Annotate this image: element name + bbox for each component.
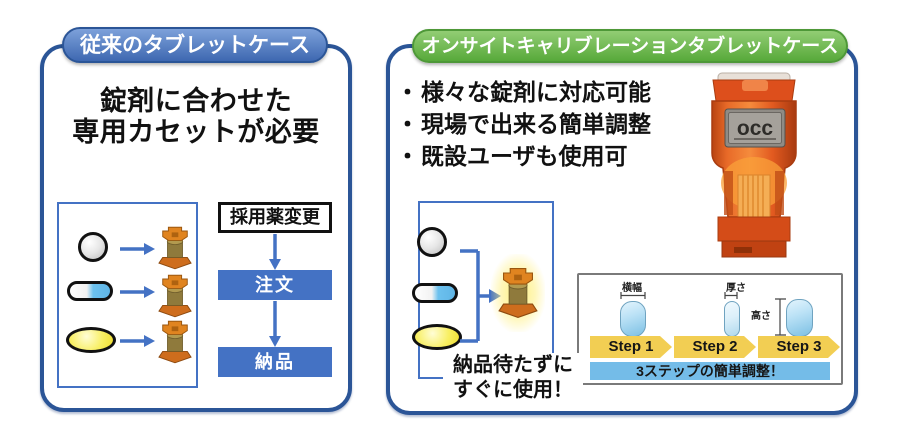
- bullet-text: 現場で出来る簡単調整: [421, 111, 651, 137]
- round-pill-icon: [78, 232, 108, 262]
- arrow-right-icon: [120, 335, 155, 347]
- step1-pill-icon: [620, 301, 646, 337]
- occ-panel-header: オンサイトキャリブレーションタブレットケース: [412, 29, 848, 63]
- arrow-right-icon: [120, 243, 155, 255]
- round-pill-icon: [417, 227, 447, 257]
- conventional-description: 錠剤に合わせた 専用カセットが必要: [58, 86, 334, 148]
- width-label: 横幅: [622, 283, 642, 294]
- oval-pill-icon: [412, 324, 462, 350]
- occ-device-image: occ: [711, 72, 797, 258]
- glow-highlight: [491, 254, 545, 332]
- note-line-2: すぐに使用！: [453, 379, 573, 401]
- bullet-dot: ・: [396, 79, 419, 105]
- arrow-down-icon: [269, 301, 281, 347]
- device-label: occ: [737, 117, 774, 140]
- step3-pill-icon: [786, 299, 813, 337]
- description-line-1: 錠剤に合わせた: [99, 86, 293, 116]
- capsule-pill-icon: [412, 283, 458, 303]
- feature-bullets: ・ 様々な錠剤に対応可能 ・ 現場で出来る簡単調整 ・ 既設ユーザも使用可: [396, 76, 702, 172]
- bullet-text: 様々な錠剤に対応可能: [421, 79, 651, 105]
- arrow-right-icon: [120, 286, 155, 298]
- step3-chevron: Step 3: [758, 336, 840, 358]
- three-step-adjust-box: 横幅 厚さ 高さ Step 1 Step 2 Step 3 3ステップの簡単調整…: [577, 273, 843, 385]
- thickness-label: 厚さ: [726, 283, 746, 294]
- step1-chevron: Step 1: [590, 336, 672, 358]
- bullet-dot: ・: [396, 111, 419, 137]
- cassette-icon: [158, 274, 192, 318]
- bullet-item: ・ 現場で出来る簡単調整: [396, 108, 702, 140]
- drug-change-box: 採用薬変更: [218, 202, 332, 233]
- description-line-2: 専用カセットが必要: [72, 117, 320, 147]
- three-step-caption: 3ステップの簡単調整！: [590, 362, 830, 380]
- bullet-item: ・ 様々な錠剤に対応可能: [396, 76, 702, 108]
- delivery-step: 納品: [218, 347, 332, 377]
- bullet-item: ・ 既設ユーザも使用可: [396, 140, 702, 172]
- bullet-text: 既設ユーザも使用可: [421, 143, 628, 169]
- step2-pill-icon: [724, 301, 740, 337]
- step2-chevron: Step 2: [674, 336, 756, 358]
- height-label: 高さ: [751, 311, 771, 322]
- capsule-pill-icon: [67, 281, 113, 301]
- cassette-icon: [158, 226, 192, 270]
- oval-pill-icon: [66, 327, 116, 353]
- width-measure-icon: [620, 292, 646, 299]
- order-step: 注文: [218, 270, 332, 300]
- use-immediately-note: 納品待たずに すぐに使用！: [443, 353, 583, 403]
- glowing-cassette-icon: [498, 267, 538, 319]
- arrow-down-icon: [269, 234, 281, 270]
- bullet-dot: ・: [396, 143, 419, 169]
- cassette-icon: [158, 320, 192, 364]
- height-measure-icon: [775, 298, 786, 336]
- conventional-panel-header: 従来のタブレットケース: [62, 27, 328, 63]
- thickness-measure-icon: [724, 292, 738, 299]
- note-line-1: 納品待たずに: [453, 354, 573, 376]
